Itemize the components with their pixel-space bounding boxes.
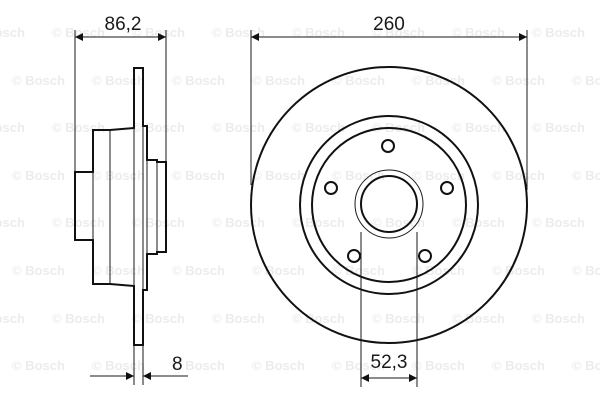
watermark-text: © Bosch — [332, 358, 385, 373]
watermark-text: © Bosch — [92, 73, 145, 88]
watermark-text: © Bosch — [452, 25, 505, 40]
watermark-text: © Bosch — [52, 311, 105, 326]
watermark-text: © Bosch — [172, 358, 225, 373]
dimension-label-bore: 52,3 — [370, 352, 408, 373]
watermark-text: © Bosch — [12, 168, 65, 183]
bore-outer — [354, 169, 424, 239]
watermark-text: © Bosch — [532, 25, 585, 40]
watermark-text: © Bosch — [572, 168, 600, 183]
watermark-text: © Bosch — [0, 120, 25, 135]
watermark-text: © Bosch — [332, 168, 385, 183]
watermark-text: © Bosch — [332, 263, 385, 278]
watermark-text: © Bosch — [412, 168, 465, 183]
side-view — [74, 30, 188, 385]
watermark-text: © Bosch — [252, 73, 305, 88]
watermark-text: © Bosch — [452, 215, 505, 230]
watermark-text: © Bosch — [212, 25, 265, 40]
watermark-text: © Bosch — [292, 215, 345, 230]
watermark-text: © Bosch — [212, 215, 265, 230]
watermark-text: © Bosch — [572, 73, 600, 88]
watermark-text: © Bosch — [412, 73, 465, 88]
watermark-text: © Bosch — [132, 215, 185, 230]
watermark-text: © Bosch — [52, 215, 105, 230]
dimension-label-height: 86,2 — [104, 14, 142, 35]
bolt-hole — [324, 181, 338, 195]
watermark-text: © Bosch — [172, 263, 225, 278]
watermark-text: © Bosch — [0, 311, 25, 326]
watermark-text: © Bosch — [0, 215, 25, 230]
watermark-text: © Bosch — [532, 215, 585, 230]
watermark-text: © Bosch — [292, 120, 345, 135]
center-bore — [360, 175, 418, 233]
watermark-text: © Bosch — [212, 120, 265, 135]
bolt-hole — [418, 249, 432, 263]
watermark-text: © Bosch — [252, 263, 305, 278]
watermark-text: © Bosch — [52, 120, 105, 135]
watermark-text: © Bosch — [172, 168, 225, 183]
watermark-text: © Bosch — [132, 120, 185, 135]
watermark-text: © Bosch — [12, 73, 65, 88]
hub-profile — [74, 67, 167, 346]
front-view — [250, 30, 528, 387]
dimension-label-diameter: 260 — [373, 14, 405, 35]
watermark-text: © Bosch — [292, 25, 345, 40]
watermark-text: © Bosch — [0, 25, 25, 40]
bolt-hole — [440, 181, 454, 195]
watermark-text: © Bosch — [492, 358, 545, 373]
watermark-text: © Bosch — [172, 73, 225, 88]
watermark-text: © Bosch — [132, 311, 185, 326]
bolt-hole — [347, 249, 361, 263]
watermark-text: © Bosch — [572, 263, 600, 278]
watermark-text: © Bosch — [12, 263, 65, 278]
watermark-text: © Bosch — [532, 120, 585, 135]
hub-inner-ring — [311, 127, 467, 283]
watermark-text: © Bosch — [452, 120, 505, 135]
watermark-text: © Bosch — [252, 358, 305, 373]
watermark-text: © Bosch — [412, 358, 465, 373]
watermark-text: © Bosch — [492, 73, 545, 88]
disc-outer-edge — [250, 66, 528, 344]
watermark-text: © Bosch — [452, 311, 505, 326]
watermark-text: © Bosch — [212, 311, 265, 326]
watermark-text: © Bosch — [492, 263, 545, 278]
dimension-label-thickness: 8 — [172, 354, 183, 375]
watermark-text: © Bosch — [92, 168, 145, 183]
watermark-text: © Bosch — [12, 358, 65, 373]
watermark-text: © Bosch — [92, 263, 145, 278]
watermark-text: © Bosch — [92, 358, 145, 373]
watermark-text: © Bosch — [492, 168, 545, 183]
watermark-text: © Bosch — [332, 73, 385, 88]
watermark-text: © Bosch — [252, 168, 305, 183]
hub-outer-ring — [299, 115, 479, 295]
watermark-text: © Bosch — [372, 311, 425, 326]
watermark-text: © Bosch — [532, 311, 585, 326]
bolt-hole — [381, 139, 395, 153]
watermark-text: © Bosch — [572, 358, 600, 373]
